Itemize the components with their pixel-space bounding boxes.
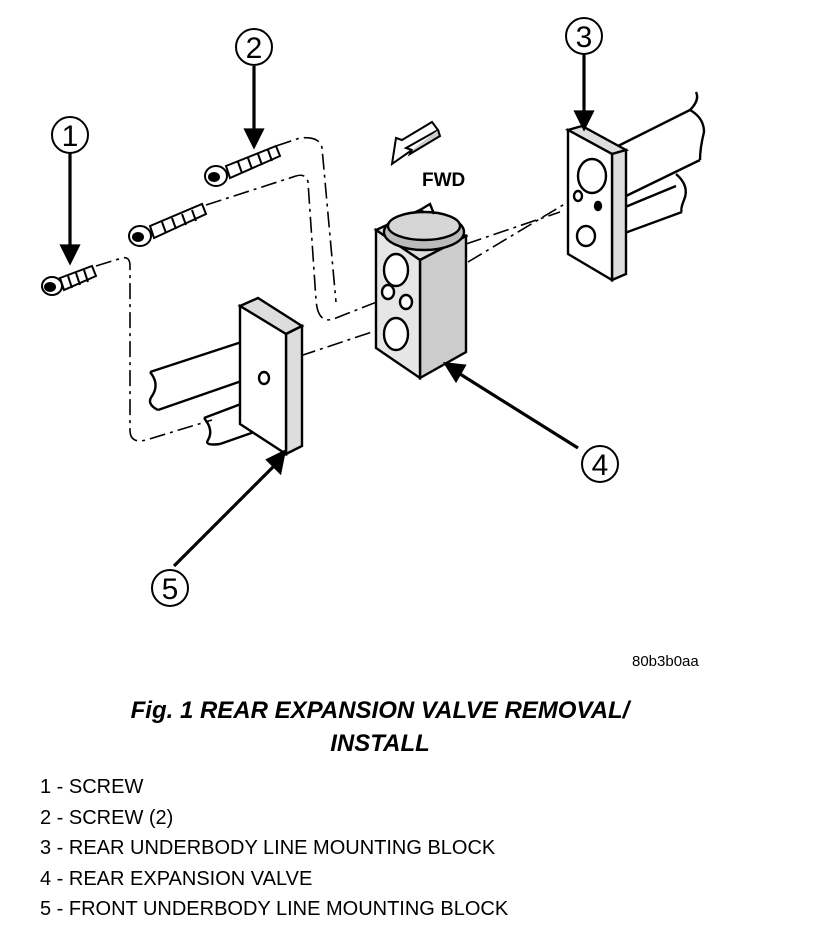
alignment-lines — [95, 136, 579, 442]
callout-2: 2 — [235, 28, 273, 66]
legend-item-number: 1 — [40, 776, 52, 798]
callout-4: 4 — [581, 445, 619, 483]
legend-item-number: 5 — [40, 898, 52, 920]
screw-2-lower — [128, 202, 208, 247]
legend-item: 3 - REAR UNDERBODY LINE MOUNTING BLOCK — [40, 833, 508, 864]
callout-1: 1 — [51, 116, 89, 154]
figure-id: 80b3b0aa — [632, 653, 699, 670]
callout-3: 3 — [565, 17, 603, 55]
legend-item-text: - SCREW (2) — [51, 806, 174, 829]
legend-item-text: - REAR EXPANSION VALVE — [51, 867, 313, 890]
expansion-valve-diagram: FWD — [41, 17, 706, 670]
fwd-arrow-icon — [390, 120, 442, 167]
front-mounting-block — [237, 296, 305, 457]
callout-leaders — [59, 54, 595, 568]
fwd-label: FWD — [422, 170, 465, 191]
callout-1-label: 1 — [62, 120, 79, 153]
callout-2-label: 2 — [246, 32, 263, 65]
rear-mounting-block — [564, 124, 630, 283]
rear-underbody-lines — [609, 91, 706, 236]
legend-item: 5 - FRONT UNDERBODY LINE MOUNTING BLOCK — [40, 894, 508, 925]
legend-item-number: 4 — [40, 867, 52, 890]
caption-line-2: INSTALL — [330, 730, 430, 757]
screw-1 — [41, 264, 98, 296]
legend-item-number: 2 — [40, 806, 52, 829]
callout-3-label: 3 — [576, 21, 593, 54]
legend-item-text: - SCREW — [51, 776, 144, 798]
rear-expansion-valve — [373, 202, 469, 381]
legend-item: 1 - SCREW — [40, 772, 508, 803]
callout-5: 5 — [151, 569, 189, 607]
legend-item-text: - REAR UNDERBODY LINE MOUNTING BLOCK — [51, 837, 496, 859]
parts-legend: 1 - SCREW 2 - SCREW (2) 3 - REAR UNDERBO… — [40, 772, 508, 925]
figure-caption: Fig. 1 REAR EXPANSION VALVE REMOVAL/ INS… — [0, 694, 760, 760]
legend-item: 4 - REAR EXPANSION VALVE — [40, 864, 508, 895]
legend-item-text: - FRONT UNDERBODY LINE MOUNTING BLOCK — [51, 898, 509, 920]
caption-line-1: Fig. 1 REAR EXPANSION VALVE REMOVAL/ — [130, 697, 630, 724]
callout-4-label: 4 — [592, 449, 609, 482]
legend-item-number: 3 — [40, 837, 52, 859]
callout-5-label: 5 — [162, 573, 179, 606]
legend-item: 2 - SCREW (2) — [40, 803, 508, 834]
screw-2-upper — [204, 144, 282, 187]
